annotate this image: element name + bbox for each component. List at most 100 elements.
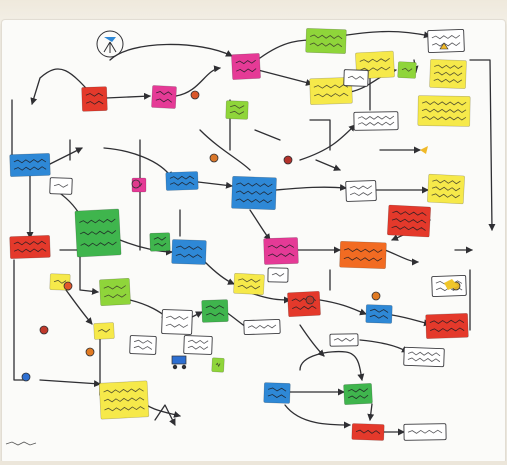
scribble-text [165, 323, 189, 328]
scribble-text [187, 345, 209, 350]
scribble-text [429, 319, 465, 324]
scribble-text [313, 84, 349, 89]
sticky-note [353, 111, 399, 131]
scribble-text [166, 315, 189, 320]
sticky-note [151, 85, 177, 109]
sticky-note-paper [9, 153, 51, 177]
scribble-text [169, 181, 195, 186]
scribble-text [369, 314, 389, 319]
sticky-note [403, 423, 447, 441]
scribble-text [247, 324, 277, 329]
scribble-text [235, 190, 273, 196]
sticky-note [305, 28, 347, 54]
scribble-text [235, 198, 272, 204]
scribble-text [357, 115, 395, 120]
scribble-text [268, 252, 295, 258]
scribble-text [267, 244, 295, 249]
scribble-text [349, 185, 373, 190]
sticky-note [427, 28, 465, 54]
connector [315, 159, 341, 171]
connector [391, 314, 431, 327]
scribble-text [431, 34, 461, 40]
scribble-text [229, 104, 245, 109]
sticky-note-paper [387, 204, 431, 238]
sticky-note-paper [305, 28, 347, 54]
scribble-text [434, 64, 463, 70]
connector [469, 59, 496, 231]
sticky-note-paper [425, 313, 469, 339]
scribble-text [155, 98, 172, 103]
scribble-text [333, 337, 355, 342]
scribble-text [268, 387, 287, 392]
scribble-text [407, 429, 443, 434]
scribble-text [421, 101, 467, 106]
vehicle-doodle-icon [171, 355, 187, 370]
scribble-text [85, 92, 104, 97]
easel-doodle-icon [96, 30, 124, 58]
scribble-text [235, 59, 256, 65]
scribble-text [169, 175, 195, 180]
scribble-text [391, 218, 427, 224]
sticky-note-paper [287, 290, 321, 318]
sticky-note [351, 423, 385, 441]
connector [319, 299, 367, 316]
sticky-note-paper [129, 335, 157, 355]
sticky-note [287, 290, 321, 318]
scribble-text [421, 108, 467, 114]
scribble-text [360, 66, 391, 72]
connector [204, 261, 235, 285]
sticky-note [231, 53, 261, 80]
junction-dot-icon [131, 179, 141, 189]
scribble-text [357, 121, 395, 126]
sticky-note [427, 173, 465, 205]
scribble-text [355, 429, 381, 434]
sticky-note [183, 335, 213, 355]
scribble-text [176, 245, 203, 250]
sticky-note-paper [403, 346, 445, 368]
sticky-note-paper [161, 309, 193, 335]
sticky-note-paper [151, 85, 177, 109]
scribble-text [103, 285, 126, 290]
sticky-note-paper [201, 299, 229, 323]
scribble-text [369, 308, 389, 313]
sticky-note [429, 59, 467, 89]
sticky-note-paper [351, 423, 385, 441]
sticky-note [165, 171, 199, 191]
sticky-note [161, 309, 193, 335]
junction-dot-icon [209, 153, 219, 163]
sticky-note [387, 204, 431, 238]
scribble-text [79, 218, 116, 224]
lightbulb-doodle-icon [420, 42, 458, 290]
connector [249, 209, 271, 241]
scribble-text [347, 388, 368, 393]
connector [109, 43, 233, 61]
connector [339, 30, 431, 39]
wall-floor-edge [0, 461, 507, 465]
sticky-note-paper [427, 28, 465, 54]
sticky-note [225, 100, 249, 120]
junction-dot-icon [371, 291, 381, 301]
connector [309, 119, 331, 151]
sticky-note-paper [99, 278, 131, 306]
scribble-text [271, 272, 285, 277]
junction-dot-icon [190, 90, 200, 100]
connector [384, 249, 419, 266]
scribble-text [433, 71, 463, 77]
sticky-note [343, 383, 373, 405]
connector [299, 124, 356, 161]
sticky-note [425, 313, 469, 339]
sticky-note [397, 61, 417, 79]
connector [59, 249, 99, 295]
connector [105, 92, 151, 100]
scribble-text [175, 253, 203, 258]
scribble-text [359, 57, 390, 63]
connector [254, 129, 281, 141]
scribble-text [53, 279, 67, 284]
connector [47, 147, 83, 166]
connector [299, 324, 325, 357]
scribble-text [156, 91, 173, 96]
sticky-note [263, 382, 291, 404]
sticky-note [149, 232, 171, 252]
sticky-note [309, 77, 353, 105]
